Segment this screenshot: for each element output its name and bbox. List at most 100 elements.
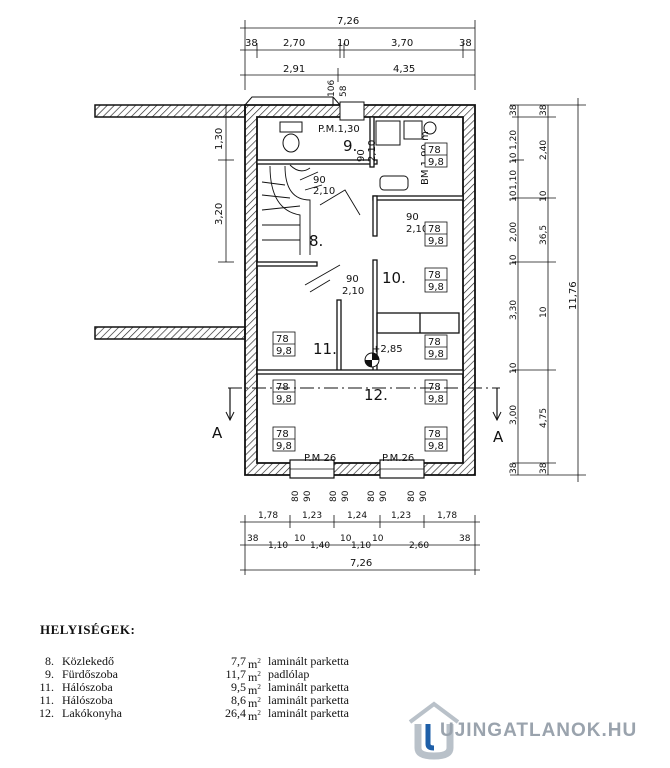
svg-text:2,10: 2,10 bbox=[367, 140, 378, 162]
level-label: +2,85 bbox=[372, 344, 403, 355]
svg-text:78: 78 bbox=[428, 270, 441, 281]
svg-text:1,10: 1,10 bbox=[351, 541, 371, 551]
svg-text:78: 78 bbox=[428, 224, 441, 235]
interior-walls bbox=[256, 116, 464, 375]
svg-text:1,78: 1,78 bbox=[258, 511, 278, 521]
svg-text:1,20: 1,20 bbox=[509, 130, 519, 150]
svg-text:10: 10 bbox=[509, 254, 519, 266]
section-label-right: A bbox=[493, 428, 504, 446]
section-label-left: A bbox=[212, 424, 223, 442]
svg-text:10: 10 bbox=[509, 362, 519, 374]
svg-text:10: 10 bbox=[509, 152, 519, 164]
svg-text:10: 10 bbox=[539, 190, 549, 202]
svg-text:80: 80 bbox=[367, 490, 377, 502]
svg-text:9,8: 9,8 bbox=[428, 236, 444, 247]
svg-text:10: 10 bbox=[372, 534, 384, 544]
svg-text:3,20: 3,20 bbox=[214, 203, 225, 225]
room-schedule-title: HELYISÉGEK: bbox=[40, 622, 136, 637]
bottom-dimensions: 80 90 80 90 80 90 80 90 1,78 1,23 1,24 1… bbox=[240, 490, 480, 575]
svg-text:2,91: 2,91 bbox=[283, 64, 305, 75]
svg-text:2,10: 2,10 bbox=[406, 224, 428, 235]
svg-text:36,5: 36,5 bbox=[539, 225, 549, 245]
svg-text:90: 90 bbox=[379, 490, 389, 502]
svg-text:2,70: 2,70 bbox=[283, 38, 305, 49]
svg-text:1,10: 1,10 bbox=[509, 170, 519, 190]
room-label-8: 8. bbox=[309, 232, 323, 250]
svg-text:78: 78 bbox=[428, 382, 441, 393]
svg-text:80: 80 bbox=[329, 490, 339, 502]
svg-text:38: 38 bbox=[509, 104, 519, 116]
openings: P.M.1,30 90 2,10 90 2,10 BM 1,90 m 90 2,… bbox=[304, 124, 431, 464]
svg-text:90: 90 bbox=[406, 212, 419, 223]
pm-bottom-left-label: P.M 26 bbox=[304, 453, 336, 464]
svg-text:80: 80 bbox=[407, 490, 417, 502]
svg-text:9,8: 9,8 bbox=[428, 349, 444, 360]
svg-text:78: 78 bbox=[428, 429, 441, 440]
svg-text:38: 38 bbox=[539, 104, 549, 116]
svg-text:10: 10 bbox=[509, 190, 519, 202]
right-total: 11,76 bbox=[568, 281, 579, 310]
room-labels: 9. 8. 10. 11. 12. bbox=[309, 137, 406, 404]
svg-text:2,00: 2,00 bbox=[509, 222, 519, 242]
svg-text:90: 90 bbox=[341, 490, 351, 502]
svg-text:106: 106 bbox=[327, 80, 337, 97]
svg-text:38: 38 bbox=[245, 38, 258, 49]
left-dimensions: 1,30 3,20 bbox=[214, 104, 234, 263]
room-label-10: 10. bbox=[382, 269, 406, 287]
top-dimensions: 7,26 38 2,70 10 3,70 38 2,91 4,35 106 58 bbox=[240, 16, 476, 97]
section-line: A A bbox=[212, 387, 504, 446]
svg-text:4,35: 4,35 bbox=[393, 64, 415, 75]
right-dimensions: 38 1,20 10 1,10 10 2,00 10 3,30 10 3,00 … bbox=[509, 98, 586, 482]
svg-text:9,8: 9,8 bbox=[428, 157, 444, 168]
svg-text:90: 90 bbox=[346, 274, 359, 285]
svg-text:78: 78 bbox=[428, 145, 441, 156]
level-marker bbox=[364, 352, 380, 368]
pm-bottom-right-label: P.M.26 bbox=[382, 453, 414, 464]
svg-text:10: 10 bbox=[294, 534, 306, 544]
svg-text:9,8: 9,8 bbox=[276, 441, 292, 452]
watermark-logo-icon bbox=[408, 701, 460, 760]
room-label-11: 11. bbox=[313, 340, 337, 358]
svg-text:10: 10 bbox=[340, 534, 352, 544]
top-total: 7,26 bbox=[337, 16, 359, 27]
svg-text:90: 90 bbox=[356, 149, 367, 162]
svg-text:38: 38 bbox=[509, 462, 519, 474]
watermark-text: UJINGATLANOK.HU bbox=[440, 720, 638, 741]
bathroom-fixtures bbox=[279, 120, 437, 191]
svg-text:9,8: 9,8 bbox=[428, 441, 444, 452]
svg-text:80: 80 bbox=[291, 490, 301, 502]
svg-text:2,10: 2,10 bbox=[342, 286, 364, 297]
svg-text:38: 38 bbox=[247, 534, 259, 544]
room-label-9: 9. bbox=[343, 137, 357, 155]
svg-text:1,10: 1,10 bbox=[268, 541, 288, 551]
svg-text:1,30: 1,30 bbox=[214, 128, 225, 150]
svg-text:10: 10 bbox=[539, 306, 549, 318]
svg-text:78: 78 bbox=[276, 334, 289, 345]
svg-text:9,8: 9,8 bbox=[428, 282, 444, 293]
staircase bbox=[261, 164, 361, 293]
svg-text:9,8: 9,8 bbox=[276, 394, 292, 405]
bottom-total: 7,26 bbox=[350, 558, 372, 569]
window-tags: 789,8 789,8 789,8 789,8 789,8 789,8 789,… bbox=[272, 142, 448, 452]
svg-text:4,75: 4,75 bbox=[539, 408, 549, 428]
svg-text:10: 10 bbox=[337, 38, 350, 49]
svg-text:38: 38 bbox=[459, 534, 471, 544]
svg-text:1,78: 1,78 bbox=[437, 511, 457, 521]
svg-text:2,10: 2,10 bbox=[313, 186, 335, 197]
svg-text:1,40: 1,40 bbox=[310, 541, 330, 551]
svg-text:2,60: 2,60 bbox=[409, 541, 429, 551]
svg-text:9,8: 9,8 bbox=[276, 346, 292, 357]
floor-plan: P.M.1,30 90 2,10 90 2,10 BM 1,90 m 90 2,… bbox=[94, 16, 586, 575]
svg-text:38: 38 bbox=[539, 462, 549, 474]
exterior-walls bbox=[244, 101, 476, 479]
svg-text:3,00: 3,00 bbox=[509, 405, 519, 425]
svg-text:90: 90 bbox=[313, 175, 326, 186]
svg-text:9,8: 9,8 bbox=[428, 394, 444, 405]
svg-text:1,23: 1,23 bbox=[302, 511, 322, 521]
room-label-12: 12. bbox=[364, 386, 388, 404]
